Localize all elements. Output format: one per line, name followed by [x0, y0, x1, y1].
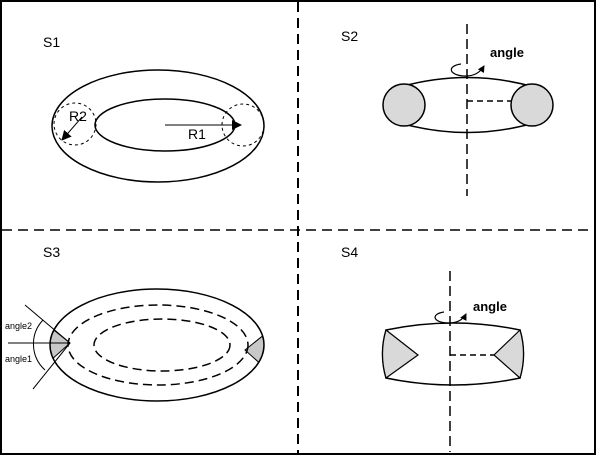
- s1-left-tube-circle: [53, 102, 97, 146]
- s3-angle-lower-line: [32, 342, 71, 390]
- s2-rotation-arrow: [450, 63, 485, 77]
- panel-s4: S4 angle: [341, 244, 525, 452]
- s4-left-wedge: [381, 328, 420, 379]
- s1-r2-label: R2: [69, 108, 87, 124]
- s3-angle-upper-line: [24, 304, 71, 344]
- panel-s2-label: S2: [341, 28, 358, 44]
- s3-angle-arc: [32, 319, 46, 371]
- s4-rotation-arrow: [434, 311, 467, 324]
- panel-s2: S2 angle: [341, 24, 554, 196]
- s1-outer-ellipse: [51, 69, 265, 183]
- panel-s1-label: S1: [43, 34, 60, 50]
- s4-right-wedge: [493, 328, 525, 380]
- s3-outer-dashed-ellipse: [67, 304, 249, 386]
- s3-inner-dashed-ellipse: [93, 318, 231, 372]
- s1-right-tube-circle: [221, 103, 265, 147]
- s2-left-cross-section: [382, 83, 426, 127]
- s2-right-cross-section: [510, 83, 554, 127]
- s3-angle1-label: angle1: [5, 354, 32, 364]
- panel-s1: S1 R1 R2: [43, 34, 265, 183]
- s3-right-wedge: [244, 332, 264, 370]
- panel-s4-label: S4: [341, 244, 358, 260]
- s1-r1-label: R1: [188, 126, 206, 142]
- s4-angle-label: angle: [473, 299, 507, 314]
- s2-angle-label: angle: [490, 45, 524, 60]
- s1-r2-arrow: [61, 116, 83, 141]
- panel-s3: S3 angle2 angle1: [5, 244, 265, 402]
- s3-angle2-label: angle2: [5, 321, 32, 331]
- panel-s3-label: S3: [43, 244, 60, 260]
- s3-outer-ellipse: [49, 288, 265, 402]
